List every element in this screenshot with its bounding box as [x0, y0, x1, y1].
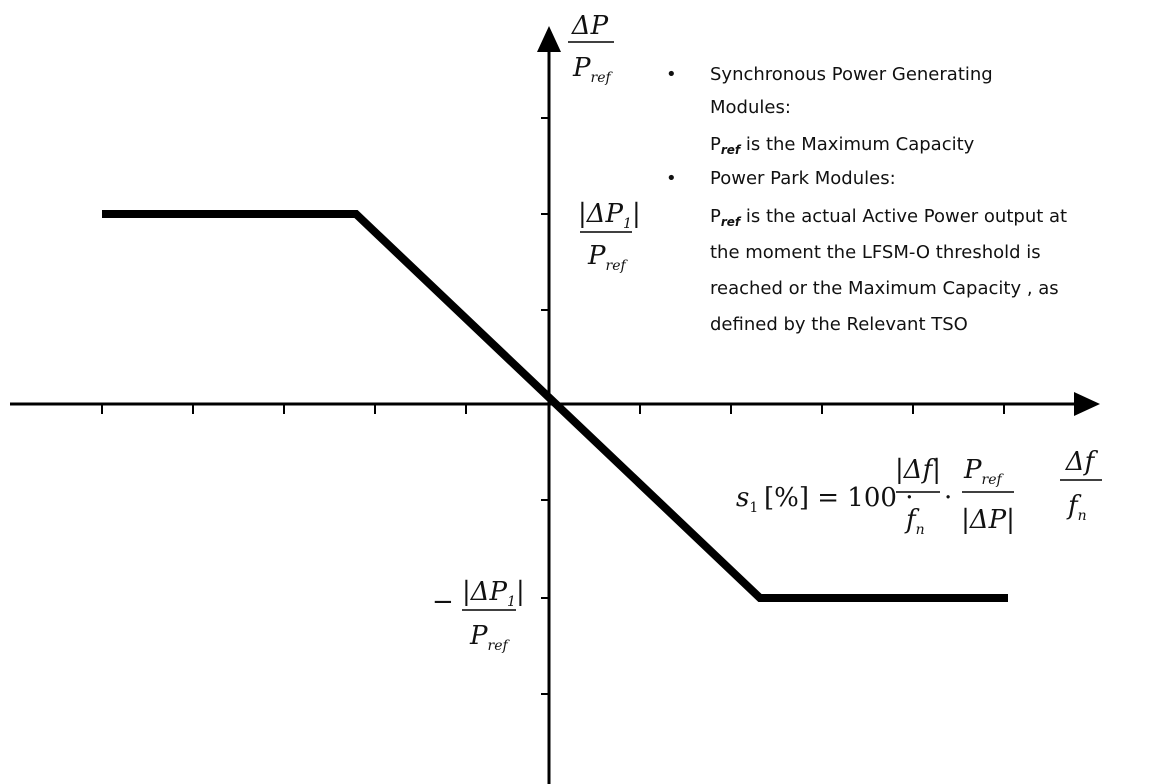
y-label-numerator: ΔP: [571, 11, 609, 41]
formula-frac1-denominator: fn: [904, 505, 925, 538]
axis-ticks: [101, 117, 1005, 695]
note-bullet-1: •: [666, 64, 677, 85]
positive-level-label: |ΔP1| Pref: [578, 199, 641, 274]
note-2-line-2: Pref is the actual Active Power output a…: [710, 206, 1067, 229]
y-axis-arrowhead: [537, 26, 561, 52]
note-2-line-3: the moment the LFSM-O threshold is: [710, 242, 1041, 263]
note-1-line-3: Pref is the Maximum Capacity: [710, 134, 975, 157]
formula-dot: ·: [944, 483, 952, 513]
x-label-denominator: fn: [1066, 491, 1087, 524]
formula-frac2-numerator: Pref: [963, 455, 1004, 488]
droop-curve: [102, 210, 1008, 602]
notes-block: • Synchronous Power Generating Modules: …: [666, 64, 1067, 335]
y-axis-label: ΔP Pref: [568, 11, 614, 86]
note-1-line-1: Synchronous Power Generating: [710, 64, 993, 85]
x-axis-label: Δf fn: [1060, 447, 1102, 524]
negative-level-label: − |ΔP1| Pref: [432, 577, 525, 654]
pos-level-denominator: Pref: [587, 241, 628, 274]
axes: [10, 26, 1100, 784]
droop-formula: s1 [%] = 100 · |Δf| fn · Pref |ΔP|: [736, 455, 1015, 538]
x-label-numerator: Δf: [1065, 447, 1099, 477]
pos-level-numerator: |ΔP1|: [578, 199, 641, 232]
x-axis-arrowhead: [1074, 392, 1100, 416]
note-2-line-4: reached or the Maximum Capacity , as: [710, 278, 1059, 299]
formula-lhs-unit: [%] = 100 ·: [764, 483, 913, 513]
note-2-line-5: defined by the Relevant TSO: [710, 314, 968, 335]
neg-level-denominator: Pref: [469, 621, 510, 654]
y-label-denominator: Pref: [572, 53, 613, 86]
note-1-line-2: Modules:: [710, 97, 791, 118]
formula-lhs: s1: [736, 483, 758, 516]
formula-frac1-numerator: |Δf|: [895, 455, 941, 485]
neg-level-numerator: |ΔP1|: [462, 577, 525, 610]
neg-level-minus-sign: −: [432, 587, 454, 617]
note-2-line-1: Power Park Modules:: [710, 168, 896, 189]
formula-frac2-denominator: |ΔP|: [961, 505, 1015, 535]
note-bullet-2: •: [666, 168, 677, 189]
